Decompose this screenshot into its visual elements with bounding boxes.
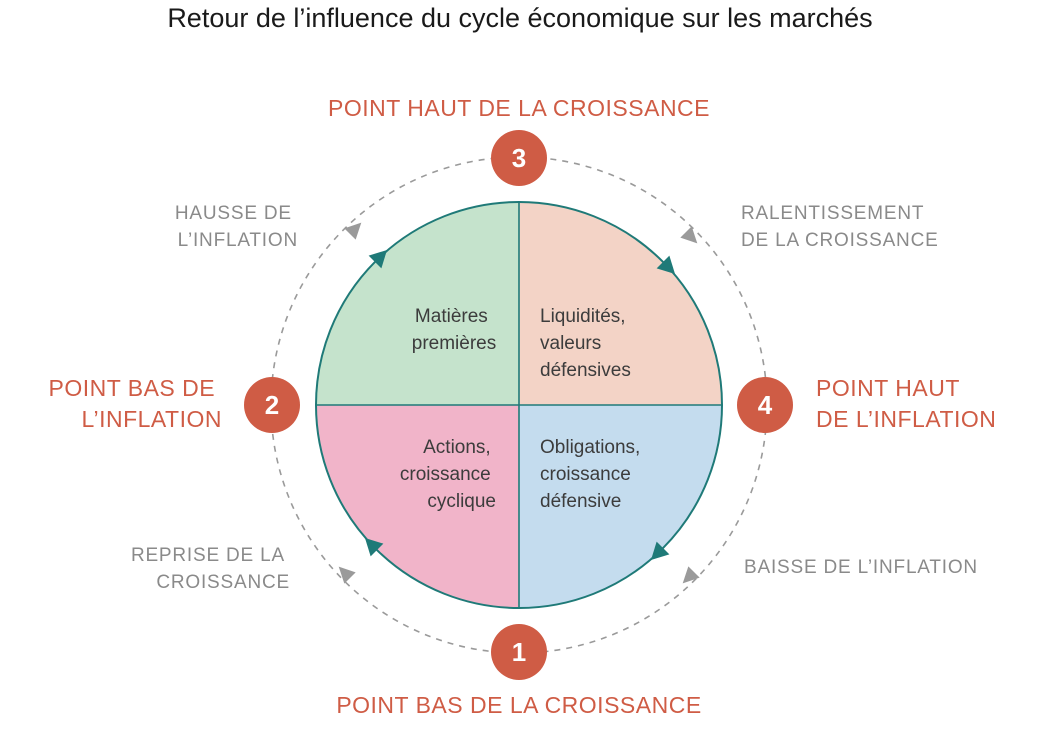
outer-arrow-bottom-left xyxy=(338,566,356,584)
transition-label-top-left: HAUSSE DE L’INFLATION xyxy=(175,203,298,251)
transition-label-bottom-right: BAISSE DE L’INFLATION xyxy=(744,557,978,578)
phase-label-1: POINT BAS DE LA CROISSANCE xyxy=(336,692,701,718)
phase-badge-3: 3 xyxy=(491,130,547,186)
phase-number-4: 4 xyxy=(758,390,773,420)
transition-label-top-right: RALENTISSEMENT DE LA CROISSANCE xyxy=(741,203,939,251)
outer-arrow-top-left xyxy=(344,222,362,240)
phase-label-4: POINT HAUT DE L’INFLATION xyxy=(816,375,996,432)
phase-number-2: 2 xyxy=(265,390,279,420)
transition-label-bottom-left: REPRISE DE LA CROISSANCE xyxy=(131,545,290,593)
phase-circle-2 xyxy=(244,377,300,433)
phase-circle-3 xyxy=(491,130,547,186)
inner-arrow-bottom-left xyxy=(364,537,384,557)
phase-badge-4: 4 xyxy=(737,377,793,433)
phase-number-3: 3 xyxy=(512,143,526,173)
quadrant-label-commodities: Matières premières xyxy=(412,306,496,354)
quadrant-label-equities-cyclical: Actions, croissance cyclique xyxy=(400,437,496,512)
inner-arrow-top-right xyxy=(656,255,676,275)
diagram-title: Retour de l’influence du cycle économiqu… xyxy=(167,3,872,33)
outer-arrow-bottom-right xyxy=(682,566,700,584)
phase-badge-1: 1 xyxy=(491,624,547,680)
inner-arrow-top-left xyxy=(368,249,388,269)
quadrant-label-cash-defensive: Liquidités, valeurs défensives xyxy=(540,306,631,381)
phase-number-1: 1 xyxy=(512,637,526,667)
quadrant-commodities xyxy=(316,202,519,405)
quadrant-bonds-defensive xyxy=(519,405,722,608)
quadrant-cash-defensive xyxy=(519,202,722,405)
phase-label-3: POINT HAUT DE LA CROISSANCE xyxy=(328,95,710,121)
phase-circle-1 xyxy=(491,624,547,680)
quadrant-label-bonds-defensive: Obligations, croissance défensive xyxy=(540,437,646,512)
phase-circle-4 xyxy=(737,377,793,433)
outer-arrow-top-right xyxy=(680,226,698,244)
quadrant-equities-cyclical xyxy=(316,405,519,608)
phase-badge-2: 2 xyxy=(244,377,300,433)
phase-label-2: POINT BAS DE L’INFLATION xyxy=(48,375,222,432)
inner-arrow-bottom-right xyxy=(650,541,670,561)
